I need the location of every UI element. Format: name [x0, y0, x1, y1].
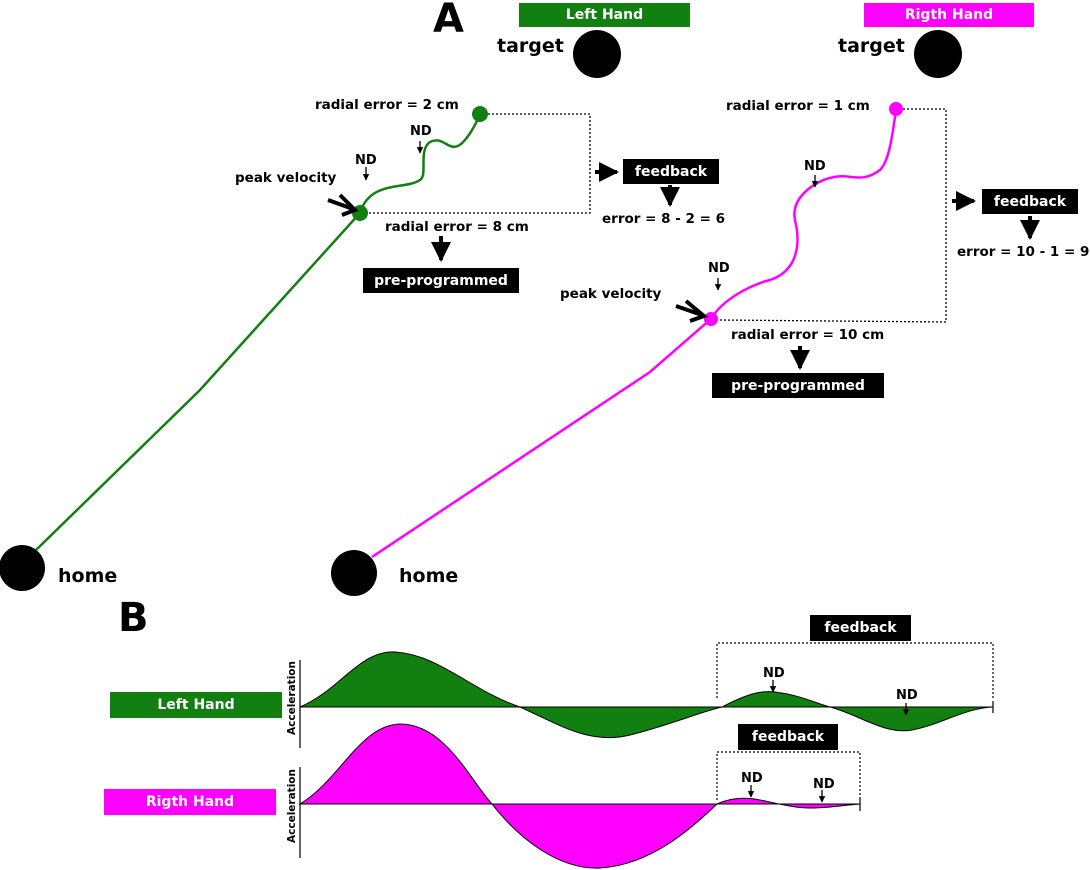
right-peak-velocity-arrow	[675, 299, 708, 323]
left-accel-nd-label-1: ND	[763, 666, 785, 681]
right-error-calc: error = 10 - 1 = 9	[957, 244, 1090, 260]
right-home-circle	[331, 550, 377, 596]
panel-b-label: B	[118, 595, 148, 641]
right-peak-velocity-label: peak velocity	[560, 286, 662, 302]
left-target-circle	[573, 30, 621, 78]
right-trajectory	[371, 109, 898, 559]
left-peak-velocity-arrow	[327, 193, 359, 217]
right-radial-error-peak: radial error = 10 cm	[731, 327, 885, 343]
left-target-label: target	[497, 35, 564, 57]
right-peak-point	[704, 312, 718, 326]
left-accel-feedback-box: feedback	[810, 615, 911, 641]
left-accel-feedback-bracket	[716, 642, 994, 700]
left-hand-legend: Left Hand	[519, 3, 690, 27]
right-accel-nd-label-2: ND	[813, 777, 835, 792]
right-target-label: target	[838, 35, 905, 57]
left-feedback-box: feedback	[623, 159, 719, 184]
left-feedback-bracket	[368, 113, 591, 214]
right-hand-legend: Rigth Hand	[864, 3, 1034, 27]
right-target-circle	[914, 30, 962, 78]
right-accel-axis-label: Acceleration	[286, 769, 298, 843]
left-peak-velocity-label: peak velocity	[235, 170, 337, 186]
left-accel-nd-label-2: ND	[896, 688, 918, 703]
left-end-point	[472, 106, 488, 122]
left-radial-error-end: radial error = 2 cm	[315, 97, 459, 113]
right-home-label: home	[399, 565, 459, 587]
panel-a-label: A	[433, 0, 464, 42]
left-hand-row-label: Left Hand	[110, 692, 282, 718]
right-preprogrammed-box: pre-programmed	[712, 373, 884, 398]
left-error-calc: error = 8 - 2 = 6	[602, 211, 726, 227]
left-accel-fill	[299, 651, 994, 739]
right-accel-fill	[298, 723, 861, 869]
right-radial-error-end: radial error = 1 cm	[726, 98, 870, 114]
right-feedback-bracket	[717, 108, 947, 323]
left-radial-error-peak: radial error = 8 cm	[385, 219, 529, 235]
left-home-circle	[0, 545, 45, 591]
left-nd-label-2: ND	[410, 124, 432, 139]
right-feedback-box: feedback	[982, 189, 1078, 214]
left-preprogrammed-box: pre-programmed	[363, 268, 519, 293]
right-accel-nd-label-1: ND	[741, 771, 763, 786]
left-accel-axis-label: Acceleration	[286, 661, 298, 735]
left-home-label: home	[58, 565, 118, 587]
right-nd-label-2: ND	[804, 159, 826, 174]
right-accel-feedback-box: feedback	[738, 724, 838, 750]
left-trajectory	[35, 113, 482, 551]
right-accel-feedback-bracket	[716, 751, 861, 800]
right-end-point	[889, 102, 903, 116]
right-hand-row-label: Rigth Hand	[104, 789, 276, 815]
left-nd-label-1: ND	[355, 153, 377, 168]
right-nd-label-1: ND	[708, 261, 730, 276]
